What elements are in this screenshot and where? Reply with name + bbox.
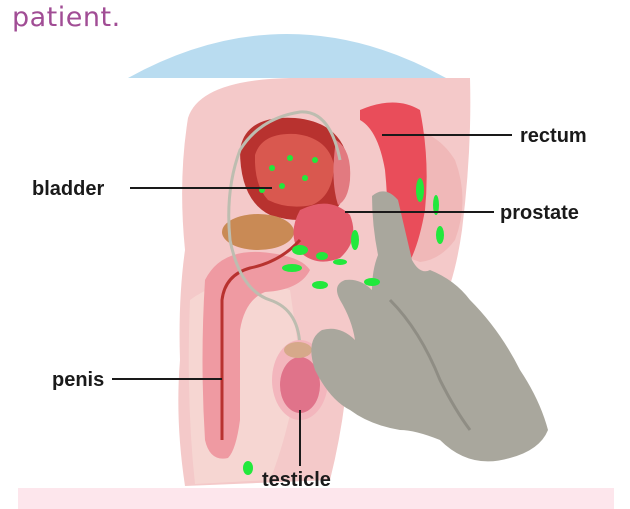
label-testicle: testicle [262, 469, 331, 491]
label-rectum: rectum [520, 125, 587, 147]
epididymis [284, 342, 312, 358]
label-bladder: bladder [32, 178, 104, 200]
pink-band-decoration [18, 488, 614, 509]
blue-arc-decoration [128, 34, 446, 78]
bladder-inner [255, 134, 334, 207]
label-prostate: prostate [500, 202, 579, 224]
pubic-bone [222, 214, 294, 250]
label-penis: penis [52, 369, 104, 391]
